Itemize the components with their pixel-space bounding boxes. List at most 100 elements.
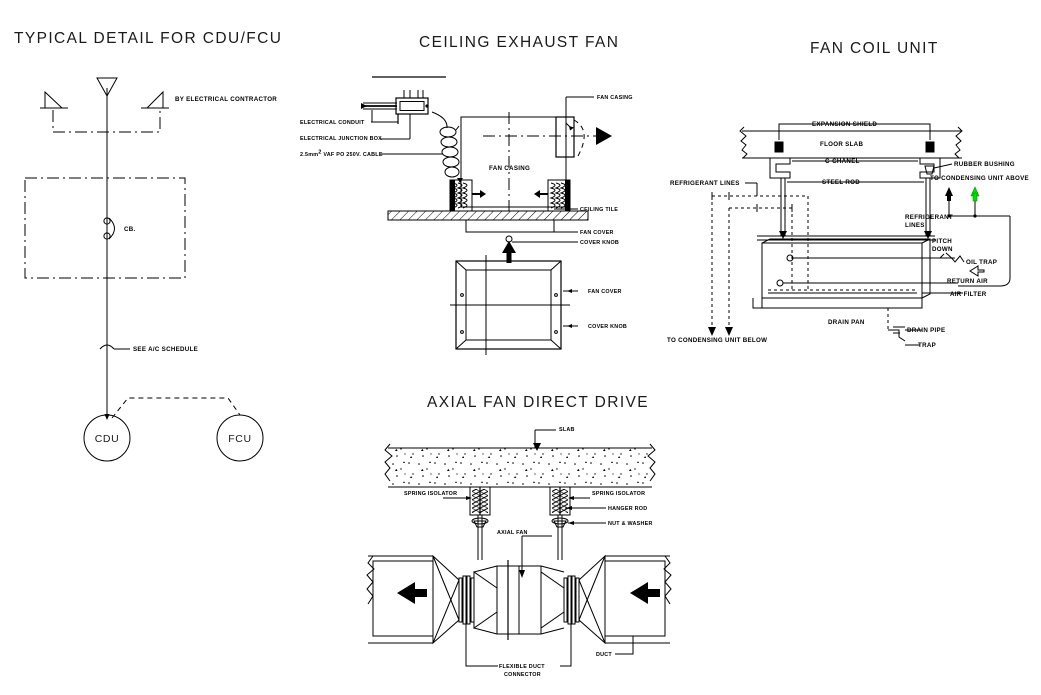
rubber-bushing [924, 165, 935, 175]
leader-rubber-bushing [933, 163, 953, 169]
label-trap: TRAP [918, 342, 936, 349]
supply-triangle-symbol [96, 77, 118, 98]
leader-nut-washer-arrow [568, 521, 574, 525]
spring-isolator-left [469, 486, 491, 516]
nut-washer-left [471, 517, 489, 528]
fcu-body-front [761, 242, 923, 299]
leader-cover-knob-plan-arrow [567, 324, 572, 328]
transition-right-x2 [578, 579, 606, 644]
fan-profile-bottom [473, 627, 565, 635]
label-axial-fan: AXIAL FAN [497, 530, 528, 536]
slab-break-left [739, 126, 748, 159]
cb-arc [108, 217, 115, 240]
detail-axial-fan-direct-drive: AXIAL FAN DIRECT DRIVE SLAB SPRING ISOLA… [366, 394, 672, 678]
anchor-left-outline [774, 141, 784, 153]
contractor-scope-bus [52, 110, 161, 133]
label-spring-isolator-right: SPRING ISOLATOR [592, 491, 645, 497]
duct-right [604, 560, 666, 637]
airflow-arrow-left [397, 582, 427, 604]
collar-leader-hook [565, 113, 573, 130]
ceiling-tile-band [387, 210, 589, 221]
detail-ceiling-exhaust-fan: CEILING EXHAUST FAN ELEC [300, 34, 633, 355]
coil-connection-bottom [776, 279, 784, 287]
fcu-body-side [921, 238, 931, 299]
cb-terminal-bottom [103, 232, 111, 240]
arrow-down-left-1 [708, 327, 716, 336]
detail-title-axial-fan: AXIAL FAN DIRECT DRIVE [427, 394, 649, 411]
airflow-up-arrow [502, 241, 516, 263]
panel-boundary-box [24, 177, 186, 279]
collar-leader-arrow [569, 126, 574, 131]
slab-leader-arrow [533, 443, 541, 451]
label-refrigerant-lines-left: REFRIGERANT LINES [670, 180, 740, 187]
label-nut-and-washer: NUT & WASHER [608, 521, 653, 527]
label-flexible-duct-connector-2: CONNECTOR [504, 672, 541, 678]
ceiling-mount-left [449, 179, 486, 212]
leader-spring-right-arrow [568, 496, 574, 500]
label-air-filter: AIR FILTER [950, 291, 987, 298]
label-cover-knob-plan: COVER KNOB [588, 324, 627, 330]
anchor-right-outline [925, 141, 935, 153]
label-by-electrical-contractor: BY ELECTRICAL CONTRACTOR [175, 96, 277, 103]
transition-right [578, 554, 606, 645]
drain-pipe-stub [893, 326, 905, 334]
flexible-duct-stub [573, 119, 585, 157]
detail-fan-coil-unit: FAN COIL UNIT FLOOR SLAB EXPANSION SHIEL… [667, 40, 1029, 349]
junction-box-outer [395, 97, 429, 115]
ceiling-mount-right [534, 179, 571, 212]
label-fan-cover-plan: FAN COVER [588, 289, 622, 295]
label-oil-trap: OIL TRAP [966, 259, 997, 266]
label-electrical-conduit: ELECTRICAL CONDUIT [300, 120, 365, 126]
label-drain-pipe: DRAIN PIPE [907, 327, 945, 334]
label-floor-slab: FLOOR SLAB [820, 141, 863, 148]
leader-flex-right [560, 624, 572, 667]
oil-trap-symbol [945, 252, 965, 263]
c-channel-right [919, 157, 941, 179]
label-pitch-down-1: PITCH [932, 238, 952, 245]
label-fan-casing-center: FAN CASING [489, 165, 530, 172]
label-expansion-shield: EXPANSION SHIELD [812, 121, 877, 128]
label-fan-cover-section: FAN COVER [580, 230, 614, 236]
label-hanger-rod: HANGER ROD [608, 506, 647, 512]
leader-flex-left [465, 624, 498, 667]
flexible-connector-right [563, 575, 580, 625]
cable-coil [439, 125, 460, 178]
rod-arrow-left [779, 231, 787, 239]
arrow-up-black-stem [947, 193, 951, 201]
pitch-down-leader [939, 253, 945, 259]
label-refrigerant-lines-right-2: LINES [905, 222, 925, 229]
fan-inlet-cone [473, 571, 498, 629]
leader-spring-left-arrow [466, 496, 472, 500]
flexible-connector-left [458, 575, 475, 625]
label-return-air: RETURN AIR [947, 278, 988, 285]
transition-left-x1 [432, 555, 460, 621]
cb-terminal-top [103, 217, 111, 225]
detail-title-fan-coil-unit: FAN COIL UNIT [810, 40, 939, 57]
label-c-chanel: C-CHANEL [825, 158, 860, 165]
label-cover-knob-section: COVER KNOB [580, 240, 619, 246]
detail-title-cdu-fcu: TYPICAL DETAIL FOR CDU/FCU [14, 30, 282, 47]
transition-left-x2 [432, 579, 460, 644]
leader-axial-fan-arrow [519, 570, 525, 578]
label-see-ac-schedule: SEE A/C SCHEDULE [133, 346, 198, 353]
fan-cover-section [465, 220, 555, 233]
right-triangle-symbol [145, 90, 164, 109]
fcu-node [216, 414, 264, 462]
detail-cdu-fcu: TYPICAL DETAIL FOR CDU/FCU BY ELECTRICAL… [14, 30, 282, 462]
arrow-down-left-2 [725, 327, 733, 336]
transition-right-x1 [578, 555, 606, 621]
jbox-connector-dot [425, 104, 429, 108]
return-air-arrow [969, 265, 985, 277]
slab-concrete-fill [390, 448, 650, 487]
label-drain-pan: DRAIN PAN [828, 319, 865, 326]
slab-break-right [954, 126, 963, 159]
c-channel-left [769, 157, 791, 179]
label-cable: 2.5mm2 VAF PO 250V. CABLE [300, 149, 383, 158]
label-rubber-bushing: RUBBER BUSHING [954, 161, 1015, 168]
label-refrigerant-lines-right-1: REFRIGERANT [905, 214, 953, 221]
duct-break-left [366, 555, 375, 605]
label-duct: DUCT [596, 652, 612, 658]
cdu-node-label: CDU [95, 433, 120, 445]
